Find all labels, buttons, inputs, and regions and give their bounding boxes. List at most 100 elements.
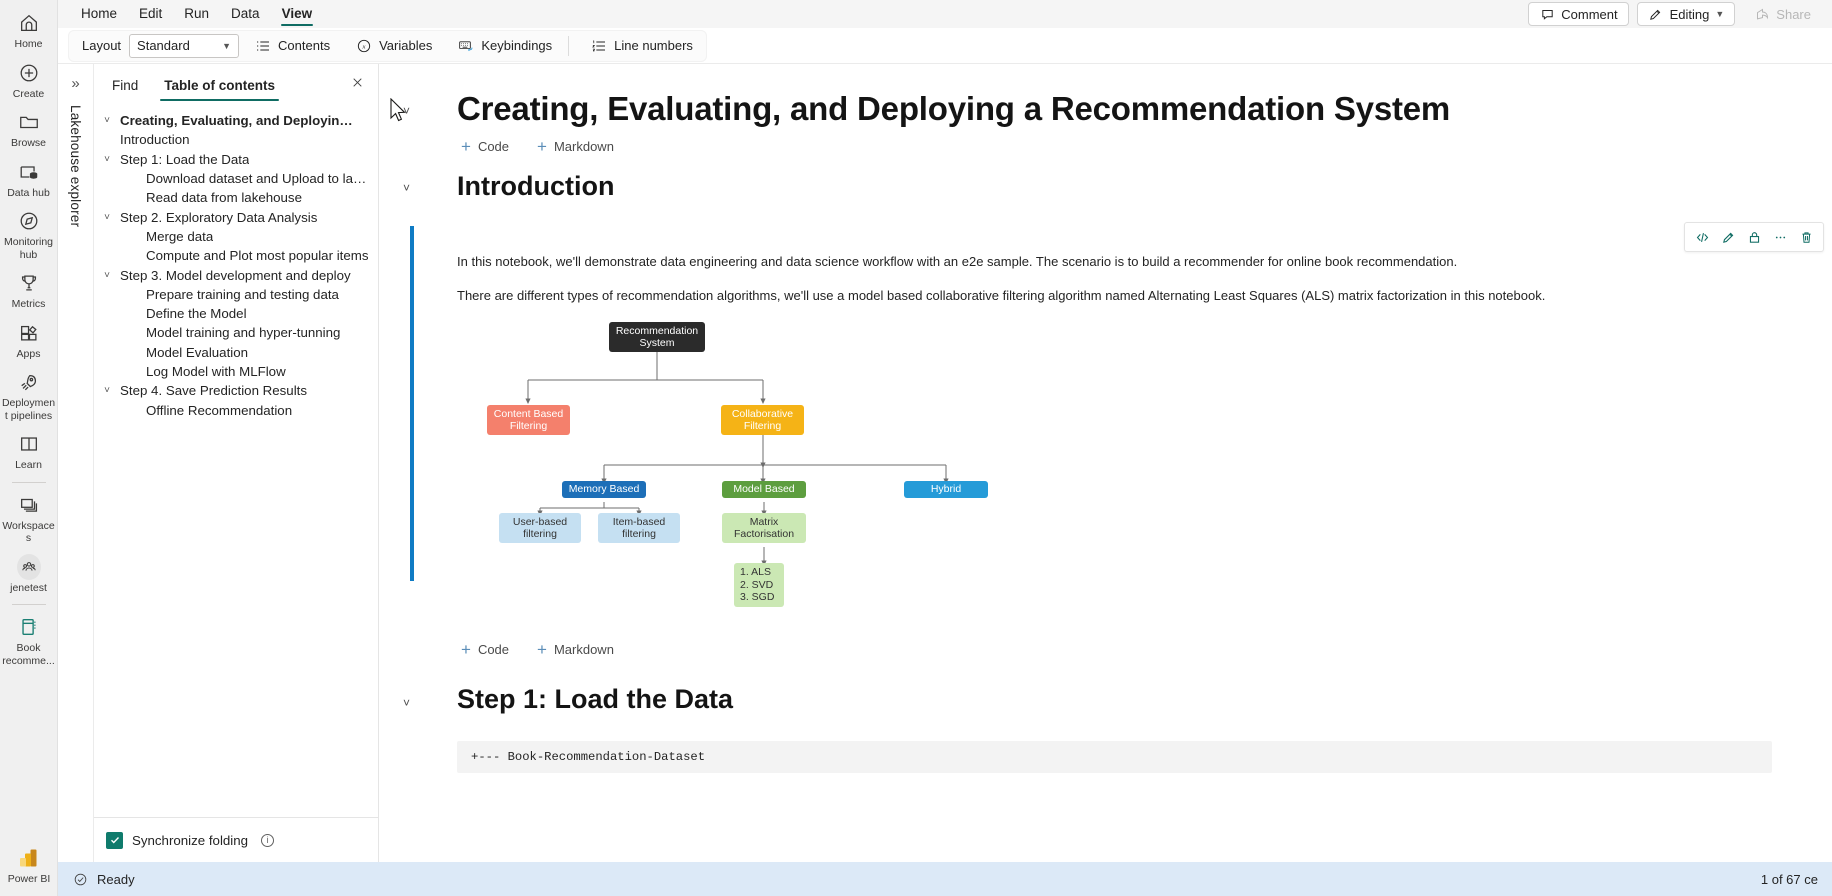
chevron-down-icon[interactable]: ˅ bbox=[104, 269, 110, 281]
add-markdown-button[interactable]: + Markdown bbox=[533, 136, 618, 157]
diagram-node-item-based-filtering: Item-based filtering bbox=[598, 513, 680, 543]
toc-item-12[interactable]: Model Evaluation bbox=[94, 343, 378, 362]
status-state: Ready bbox=[72, 871, 135, 887]
diagram-node-label: Matrix Factorisation bbox=[733, 515, 795, 541]
chevron-double-right-icon[interactable]: » bbox=[71, 75, 80, 92]
toc-item-label: Model training and hyper-tunning bbox=[146, 325, 341, 341]
rail-item-monitoring-hub[interactable]: Monitoring hub bbox=[0, 204, 58, 266]
avatar bbox=[16, 553, 41, 580]
rail-item-create[interactable]: Create bbox=[0, 56, 58, 106]
toc-item-label: Define the Model bbox=[146, 306, 247, 322]
comment-button[interactable]: Comment bbox=[1528, 2, 1629, 26]
toc-item-1[interactable]: Introduction bbox=[94, 130, 378, 149]
menu-tab-edit[interactable]: Edit bbox=[139, 6, 163, 21]
diagram-node-label: Hybrid bbox=[930, 483, 962, 496]
code-cell-output[interactable]: +--- Book-Recommendation-Dataset bbox=[457, 741, 1772, 773]
diagram-node-label: Item-based filtering bbox=[612, 515, 666, 541]
toc-item-15[interactable]: Offline Recommendation bbox=[94, 400, 378, 419]
toc-item-2[interactable]: ˅ Step 1: Load the Data bbox=[94, 150, 378, 169]
chevron-down-icon[interactable]: ˅ bbox=[403, 181, 411, 195]
toc-item-14[interactable]: ˅ Step 4. Save Prediction Results bbox=[94, 381, 378, 400]
notebook-canvas[interactable]: ˅ Creating, Evaluating, and Deploying a … bbox=[379, 64, 1832, 862]
toc-item-13[interactable]: Log Model with MLFlow bbox=[94, 362, 378, 381]
chevron-down-icon[interactable]: ˅ bbox=[104, 385, 110, 397]
layout-select[interactable]: Standard ▼ bbox=[129, 33, 240, 58]
lock-icon[interactable] bbox=[1742, 226, 1766, 248]
rail-item-learn[interactable]: Learn bbox=[0, 427, 58, 477]
diagram-node-label: Memory Based bbox=[568, 483, 640, 496]
toc-item-8[interactable]: ˅ Step 3. Model development and deploy bbox=[94, 265, 378, 284]
rail-item-data-hub[interactable]: Data hub bbox=[0, 155, 58, 205]
plus-icon: + bbox=[461, 137, 471, 156]
add-code-button[interactable]: + Code bbox=[457, 639, 513, 660]
rail-item-workspaces[interactable]: Workspaces bbox=[0, 488, 58, 550]
toc-item-label: Read data from lakehouse bbox=[146, 190, 302, 206]
add-code-button[interactable]: + Code bbox=[457, 136, 513, 157]
toc-header: Find Table of contents bbox=[94, 64, 378, 101]
rail-item-book-recommendation[interactable]: Book recomme... bbox=[0, 610, 58, 672]
variables-button[interactable]: x Variables bbox=[346, 32, 442, 60]
toc-item-9[interactable]: Prepare training and testing data bbox=[94, 285, 378, 304]
diagram-node-label: Content Based Filtering bbox=[493, 407, 564, 433]
more-ellipsis-icon[interactable] bbox=[1768, 226, 1792, 248]
menu-tab-data[interactable]: Data bbox=[231, 6, 260, 21]
rail-item-power-bi[interactable]: Power BI bbox=[0, 841, 58, 891]
rail-item-metrics[interactable]: Metrics bbox=[0, 266, 58, 316]
keybindings-button[interactable]: Keybindings bbox=[448, 32, 562, 60]
recommendation-system-diagram: Recommendation System Content Based Filt… bbox=[457, 322, 1077, 627]
toc-item-10[interactable]: Define the Model bbox=[94, 304, 378, 323]
contents-button[interactable]: Contents bbox=[245, 32, 340, 60]
power-bi-logo bbox=[17, 846, 41, 870]
close-icon[interactable] bbox=[347, 74, 368, 95]
chevron-down-icon[interactable]: ˅ bbox=[104, 115, 110, 127]
diagram-node-label: User-based filtering bbox=[512, 515, 568, 541]
code-icon[interactable] bbox=[1690, 226, 1714, 248]
editing-mode-button[interactable]: Editing ▼ bbox=[1636, 2, 1736, 26]
lakehouse-explorer-label[interactable]: Lakehouse explorer bbox=[68, 105, 83, 228]
toc-item-3[interactable]: Download dataset and Upload to lakeh… bbox=[94, 169, 378, 188]
share-button[interactable]: Share bbox=[1743, 2, 1822, 26]
rail-item-home[interactable]: Home bbox=[0, 6, 58, 56]
line-numbers-button[interactable]: Line numbers bbox=[581, 32, 703, 60]
keybindings-label: Keybindings bbox=[481, 38, 553, 53]
rail-label: jenetest bbox=[10, 581, 47, 594]
menu-tab-run[interactable]: Run bbox=[184, 6, 210, 21]
chevron-down-icon[interactable]: ˅ bbox=[104, 211, 110, 223]
diagram-node-model-based: Model Based bbox=[722, 481, 806, 498]
toc-item-0[interactable]: ˅ Creating, Evaluating, and Deployin… bbox=[94, 111, 378, 130]
chevron-down-icon[interactable]: ˅ bbox=[104, 153, 110, 165]
plus-icon: + bbox=[537, 137, 547, 156]
rail-item-apps[interactable]: Apps bbox=[0, 316, 58, 366]
toc-item-4[interactable]: Read data from lakehouse bbox=[94, 188, 378, 207]
rail-label: Power BI bbox=[7, 872, 51, 885]
diagram-node-matrix-factorisation: Matrix Factorisation bbox=[722, 513, 806, 543]
rail-item-deployment-pipelines[interactable]: Deployment pipelines bbox=[0, 365, 58, 427]
toc-item-6[interactable]: Merge data bbox=[94, 227, 378, 246]
tab-table-of-contents[interactable]: Table of contents bbox=[158, 74, 281, 101]
share-label: Share bbox=[1776, 6, 1811, 22]
edit-pencil-icon[interactable] bbox=[1716, 226, 1740, 248]
toc-item-11[interactable]: Model training and hyper-tunning bbox=[94, 323, 378, 342]
chevron-down-icon[interactable]: ˅ bbox=[403, 696, 411, 710]
synchronize-folding-checkbox[interactable] bbox=[106, 831, 123, 849]
delete-trash-icon[interactable] bbox=[1794, 226, 1818, 248]
toc-item-5[interactable]: ˅ Step 2. Exploratory Data Analysis bbox=[94, 207, 378, 226]
menu-tab-home[interactable]: Home bbox=[81, 6, 118, 21]
tab-find[interactable]: Find bbox=[112, 78, 139, 93]
toc-item-7[interactable]: Compute and Plot most popular items bbox=[94, 246, 378, 265]
menu-tab-view[interactable]: View bbox=[271, 0, 324, 28]
notebook-title-cell[interactable]: ˅ Creating, Evaluating, and Deploying a … bbox=[379, 64, 1832, 161]
variables-icon: x bbox=[356, 38, 372, 54]
rail-item-jenetest[interactable]: jenetest bbox=[0, 550, 58, 600]
add-markdown-button[interactable]: + Markdown bbox=[533, 639, 618, 660]
rail-item-browse[interactable]: Browse bbox=[0, 105, 58, 155]
step1-cell[interactable]: ˅ Step 1: Load the Data +--- Book-Recomm… bbox=[379, 660, 1832, 773]
toc-item-label: Introduction bbox=[120, 132, 190, 148]
toc-list: ˅ Creating, Evaluating, and Deployin… In… bbox=[94, 101, 378, 817]
chevron-down-icon[interactable]: ˅ bbox=[403, 104, 411, 118]
rail-label: Deployment pipelines bbox=[1, 397, 56, 422]
folder-icon bbox=[17, 110, 41, 134]
intro-paragraph-2: There are different types of recommendat… bbox=[457, 288, 1546, 303]
introduction-cell[interactable]: ˅ Introduction bbox=[379, 161, 1832, 660]
info-icon[interactable]: i bbox=[261, 833, 275, 847]
